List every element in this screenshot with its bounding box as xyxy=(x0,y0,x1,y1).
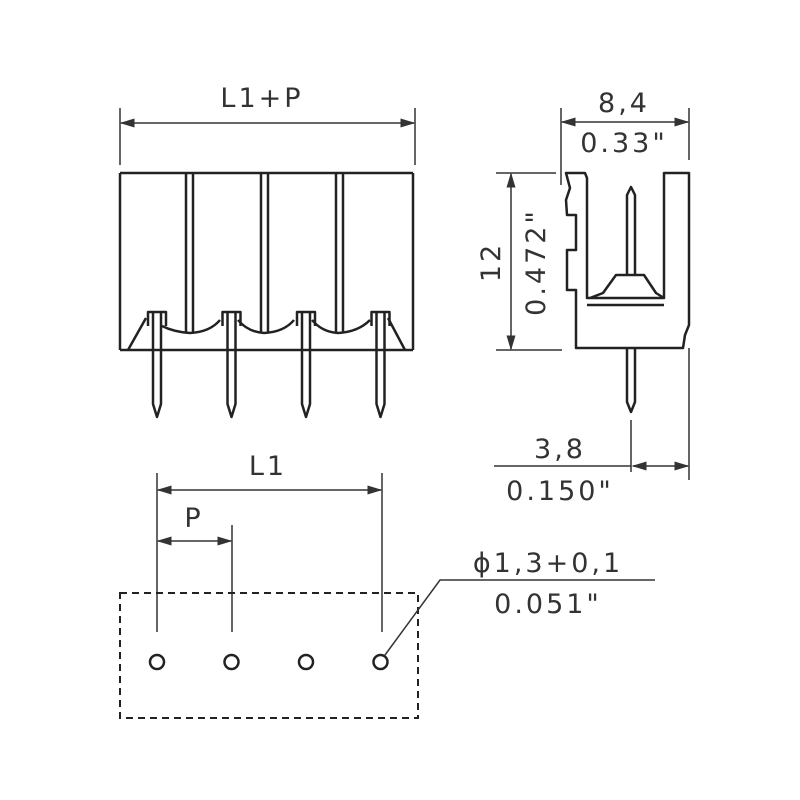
pin-offset-in: 0.150" xyxy=(506,476,614,507)
hole-diameter-in: 0.051" xyxy=(494,589,602,620)
hole-leader-line xyxy=(384,579,655,656)
pin xyxy=(295,310,317,419)
width-mm: 8,4 xyxy=(598,88,650,119)
front-view: L1+P xyxy=(118,83,416,419)
footprint-outline xyxy=(119,592,419,719)
span-label: L1 xyxy=(249,451,287,482)
pin-offset-mm: 3,8 xyxy=(534,434,586,465)
pin-hole xyxy=(372,653,389,671)
height-in: 0.472" xyxy=(521,208,552,316)
pin-hole xyxy=(223,653,240,671)
pitch-label: P xyxy=(184,503,203,534)
width-label: L1+P xyxy=(220,83,303,114)
pin-hole xyxy=(148,653,166,671)
pin xyxy=(221,310,242,419)
pin xyxy=(370,310,391,419)
width-in: 0.33" xyxy=(580,128,668,159)
footprint-view: L1 P ϕ1,3+0,1 0.051" xyxy=(119,451,655,719)
pin xyxy=(146,310,168,419)
pin-hole xyxy=(297,653,315,671)
height-mm: 12 xyxy=(476,242,507,282)
hole-diameter-mm: ϕ1,3+0,1 xyxy=(473,548,623,579)
side-view: 8,4 0.33" 12 0.472" 3,8 0.150" xyxy=(476,88,691,507)
